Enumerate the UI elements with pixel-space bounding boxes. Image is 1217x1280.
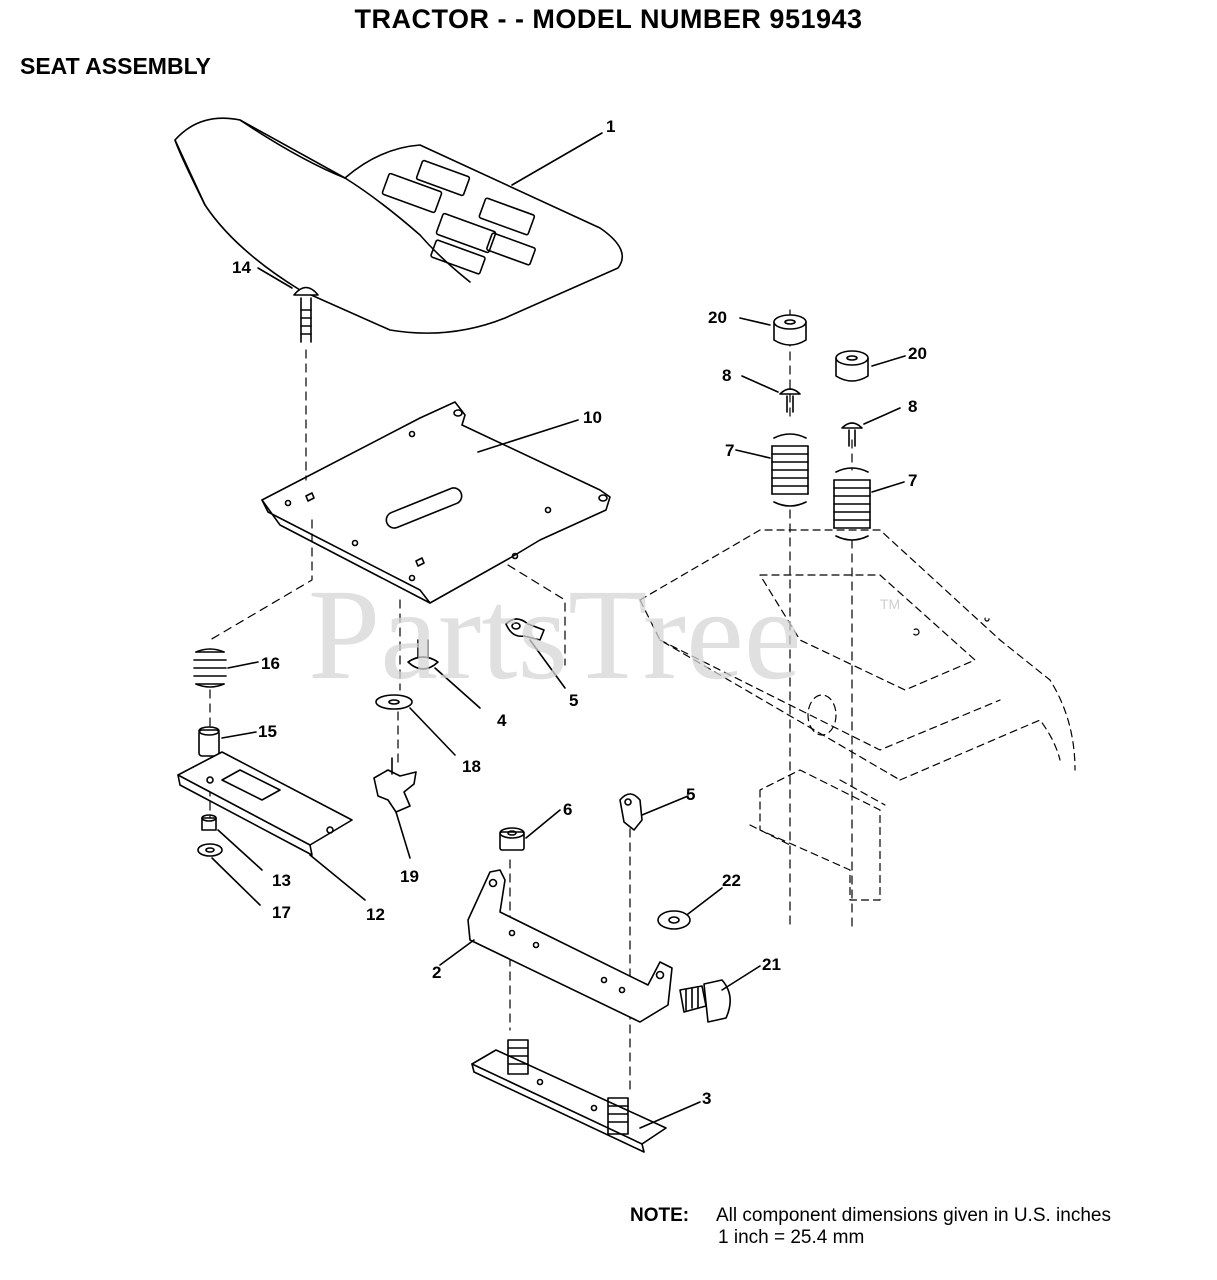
callout-5-upper: 5 xyxy=(569,691,578,710)
callout-1: 1 xyxy=(606,117,615,136)
callout-17: 17 xyxy=(272,903,291,922)
callout-21: 21 xyxy=(762,955,781,974)
bolt-part-4[interactable] xyxy=(407,639,439,670)
spring-part-16[interactable] xyxy=(193,648,227,688)
carriage-bolt-part[interactable] xyxy=(293,286,319,343)
base-plate-part-3[interactable] xyxy=(471,1039,667,1153)
nut-part-13[interactable] xyxy=(201,814,217,831)
bolt-part-8-right[interactable] xyxy=(841,422,863,447)
tractor-body-reference xyxy=(639,529,1076,901)
callout-12: 12 xyxy=(366,905,385,924)
note-line-1: All component dimensions given in U.S. i… xyxy=(716,1205,1111,1226)
knob-part-19[interactable] xyxy=(373,757,417,813)
callout-10: 10 xyxy=(583,408,602,427)
note-label: NOTE: xyxy=(630,1205,690,1226)
bracket-part-12[interactable] xyxy=(177,751,353,856)
callout-5-lower: 5 xyxy=(686,785,695,804)
shoulder-bolt-part-21[interactable] xyxy=(679,979,731,1023)
callout-14: 14 xyxy=(232,258,251,277)
callout-13: 13 xyxy=(272,871,291,890)
clip-part-5-upper[interactable] xyxy=(505,618,545,641)
callout-19: 19 xyxy=(400,867,419,886)
callout-6: 6 xyxy=(563,800,572,819)
bolt-part-8-left[interactable] xyxy=(779,388,801,413)
callout-20-right: 20 xyxy=(908,344,927,363)
callout-3: 3 xyxy=(702,1089,711,1108)
callout-8-right: 8 xyxy=(908,397,917,416)
callout-20-left: 20 xyxy=(708,308,727,327)
seat-pan-part[interactable] xyxy=(261,401,611,604)
callout-2: 2 xyxy=(432,963,441,982)
callout-4: 4 xyxy=(497,711,507,730)
bushing-part-6[interactable] xyxy=(499,827,525,851)
callout-22: 22 xyxy=(722,871,741,890)
spacer-part-20-left[interactable] xyxy=(773,314,807,346)
callout-7-left: 7 xyxy=(725,441,734,460)
dimension-note: NOTE: All component dimensions given in U… xyxy=(630,1205,1111,1249)
pivot-bracket-part-2[interactable] xyxy=(467,869,673,1023)
watermark-tm: TM xyxy=(880,596,901,612)
washer-part-17[interactable] xyxy=(197,843,223,857)
callout-15: 15 xyxy=(258,722,277,741)
page-title: TRACTOR - - MODEL NUMBER 951943 xyxy=(354,4,863,34)
note-line-2: 1 inch = 25.4 mm xyxy=(718,1227,865,1248)
spring-part-7-right[interactable] xyxy=(833,467,871,541)
spring-part-7-left[interactable] xyxy=(771,433,809,507)
spacer-part-20-right[interactable] xyxy=(835,350,869,382)
washer-part-18[interactable] xyxy=(375,694,413,710)
callout-8-left: 8 xyxy=(722,366,731,385)
callout-18: 18 xyxy=(462,757,481,776)
clip-part-5-lower[interactable] xyxy=(619,793,643,831)
nut-part-22[interactable] xyxy=(657,910,691,930)
section-subtitle: SEAT ASSEMBLY xyxy=(20,53,211,79)
seat-part[interactable] xyxy=(174,117,623,334)
spacer-part-15[interactable] xyxy=(198,726,220,757)
callout-16: 16 xyxy=(261,654,280,673)
callout-7-right: 7 xyxy=(908,471,917,490)
